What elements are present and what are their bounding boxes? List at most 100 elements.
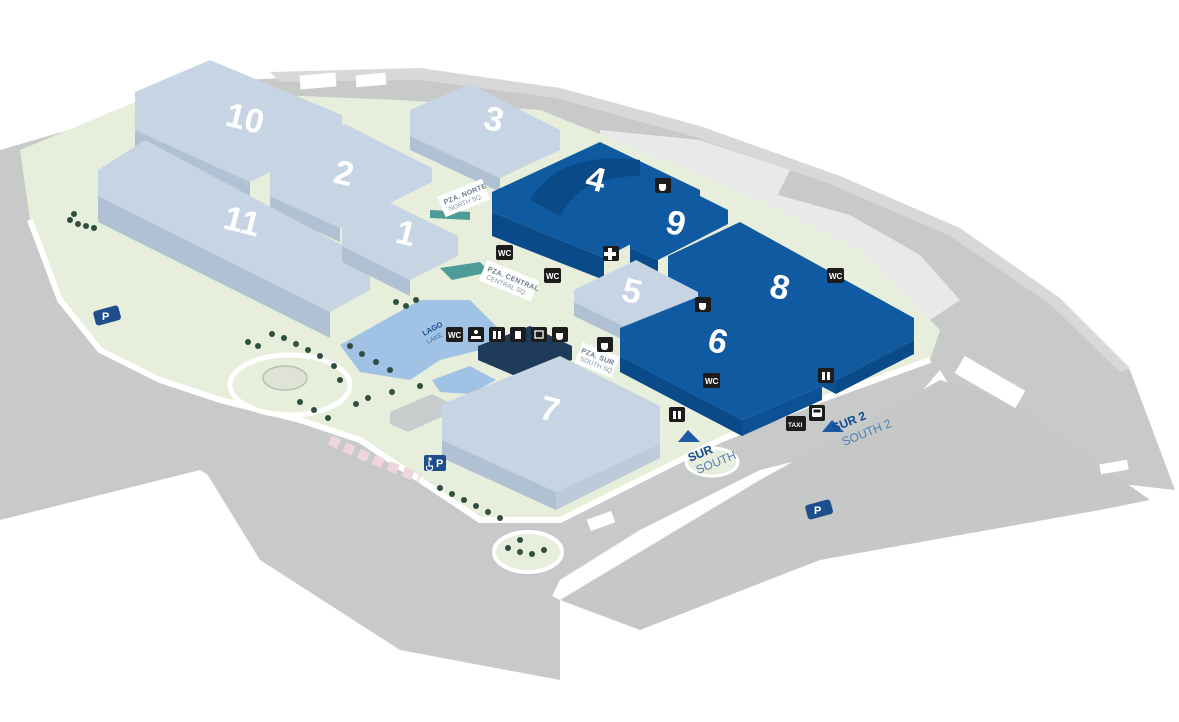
hall-7[interactable]: 7 xyxy=(442,356,660,510)
tree xyxy=(269,331,275,337)
bus-window xyxy=(813,409,821,413)
first-aid-cross xyxy=(604,248,616,260)
accessible-parking-text: P xyxy=(436,458,443,470)
road-marking xyxy=(586,510,616,532)
cafe-icon[interactable] xyxy=(695,297,711,312)
tree xyxy=(75,221,81,227)
cafe-cup xyxy=(699,303,706,310)
cafe-icon[interactable] xyxy=(655,178,671,193)
tree xyxy=(389,389,395,395)
tree xyxy=(281,335,287,341)
wc-icon[interactable]: WC xyxy=(544,268,561,283)
restroom-icon[interactable] xyxy=(818,368,834,383)
hall-7-side xyxy=(442,440,556,510)
cafe-cup xyxy=(556,333,563,340)
cafe-cup xyxy=(601,343,608,350)
north-oval-lots xyxy=(600,130,790,210)
tree xyxy=(541,547,547,553)
hall-3-top xyxy=(410,84,560,178)
restroom-icon[interactable] xyxy=(489,327,505,342)
roundabout-center xyxy=(262,365,308,391)
tree xyxy=(485,509,491,515)
road-marking xyxy=(299,72,337,90)
locker-icon[interactable] xyxy=(510,327,526,342)
wheelchair-body xyxy=(425,461,434,472)
tree xyxy=(245,339,251,345)
wc-icon[interactable]: WC xyxy=(496,245,513,260)
tree xyxy=(305,347,311,353)
hall-3-side xyxy=(410,136,500,192)
tree xyxy=(71,211,77,217)
taxi-icon[interactable]: TAXI xyxy=(786,416,806,431)
restroom-figure xyxy=(673,411,676,419)
hall-6-side xyxy=(620,356,742,436)
tree xyxy=(461,497,467,503)
hall-3[interactable]: 3 xyxy=(410,84,560,192)
wc-icon-text: WC xyxy=(498,249,512,258)
tree xyxy=(497,515,503,521)
hall-10-number: 10 xyxy=(222,96,268,142)
plaza-label-bg xyxy=(574,342,620,378)
first-aid-icon[interactable] xyxy=(603,246,619,261)
tree xyxy=(449,491,455,497)
trees xyxy=(67,211,547,557)
restroom-figure xyxy=(678,411,681,419)
restroom-icon-bg xyxy=(489,327,505,342)
wc-icon[interactable]: WC xyxy=(703,373,720,388)
restroom-icon-bg xyxy=(669,407,685,422)
parking-icon-text: P xyxy=(814,505,821,517)
road-marking xyxy=(954,355,1026,409)
restroom-icon[interactable] xyxy=(669,407,685,422)
plaza-label-bg xyxy=(478,259,539,302)
wc-icon-text: WC xyxy=(546,272,560,281)
wc-icon-bg xyxy=(827,268,844,283)
hall-10-top xyxy=(135,60,342,182)
hall-2[interactable]: 2 xyxy=(270,124,432,242)
wc-icon[interactable]: WC xyxy=(446,327,463,342)
tree xyxy=(255,343,261,349)
hall-1-side xyxy=(342,246,410,296)
hall-11[interactable]: 11 xyxy=(98,140,370,338)
road-marking xyxy=(1099,459,1129,475)
tree xyxy=(403,303,409,309)
restroom-icon-bg xyxy=(818,368,834,383)
south-roundabout xyxy=(684,446,740,478)
hall-2-top xyxy=(270,124,432,228)
tree xyxy=(347,343,353,349)
tree xyxy=(505,545,511,551)
hall-1[interactable]: 1 xyxy=(342,200,458,296)
parking-icon[interactable]: P xyxy=(93,305,122,326)
locker-shape xyxy=(515,331,521,339)
parking-icon-bg xyxy=(805,499,833,520)
hall-11-number: 11 xyxy=(220,199,264,245)
hall-6-top xyxy=(620,296,822,420)
restroom-figure xyxy=(827,372,830,380)
tree xyxy=(393,299,399,305)
hall-4-side xyxy=(492,212,604,280)
hall-11-top xyxy=(98,140,370,312)
hall-7-end xyxy=(556,444,660,510)
info-desk-counter xyxy=(471,336,481,339)
small-pavilion xyxy=(390,394,448,432)
atm-icon-bg xyxy=(531,327,547,342)
tree xyxy=(517,549,523,555)
parking-icon[interactable]: P xyxy=(805,499,834,520)
tree xyxy=(91,225,97,231)
tree xyxy=(317,353,323,359)
bus-icon[interactable] xyxy=(809,405,825,421)
parking-icon-bg xyxy=(93,305,121,326)
plaza-pad xyxy=(440,262,490,280)
hall-7-top xyxy=(442,356,660,492)
hall-4-dome xyxy=(530,158,640,216)
atm-screen xyxy=(534,330,544,339)
info-desk-icon[interactable] xyxy=(468,327,484,342)
hall-6[interactable]: 6 xyxy=(620,296,822,436)
cafe-icon[interactable] xyxy=(552,327,568,342)
south-parking xyxy=(560,380,1150,630)
accessible-parking-icon[interactable]: P xyxy=(424,455,446,472)
cafe-icon[interactable] xyxy=(597,337,613,352)
atm-icon[interactable] xyxy=(531,327,547,342)
tree xyxy=(353,401,359,407)
tree xyxy=(387,367,393,373)
wc-icon[interactable]: WC xyxy=(827,268,844,283)
